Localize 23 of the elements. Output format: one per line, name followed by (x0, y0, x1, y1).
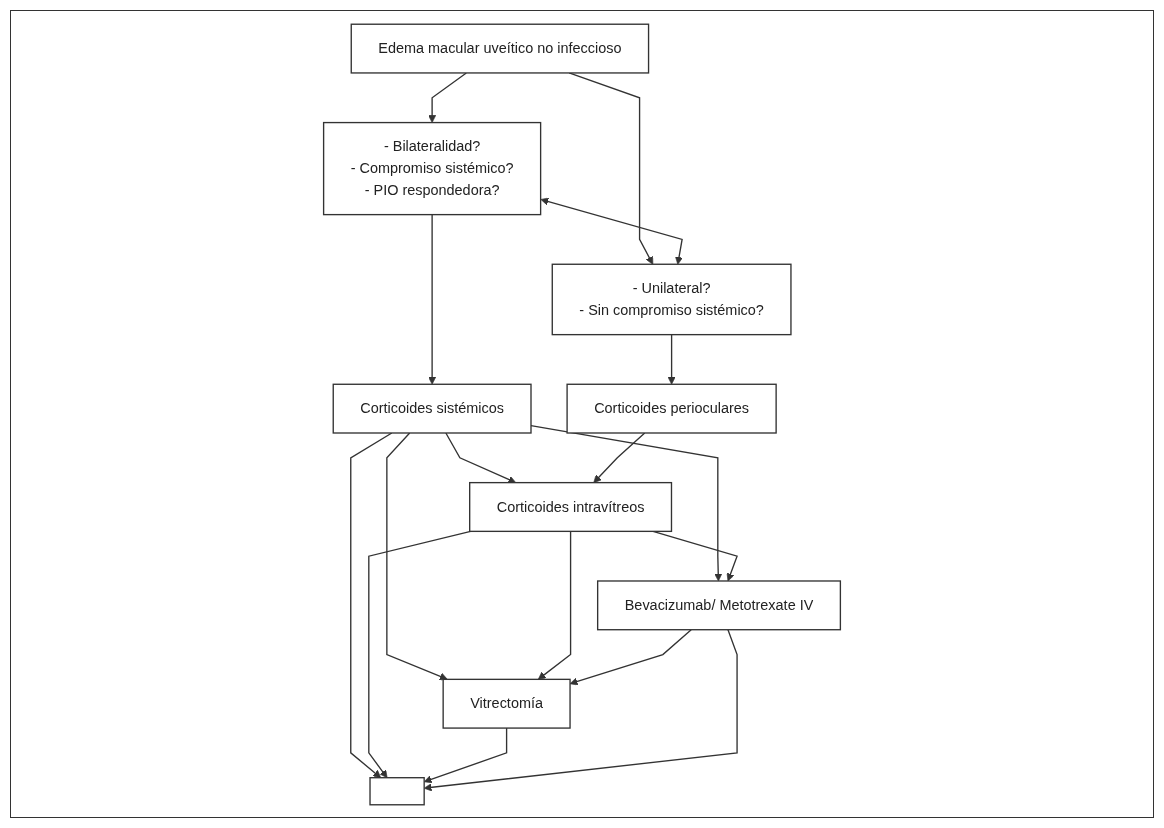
arrow (568, 71, 654, 265)
arrow (350, 431, 393, 778)
arrow (652, 530, 738, 581)
node-box: Bevacizumab/ Metotrexate IV (597, 579, 842, 630)
node-box: Corticoides sistémicos (332, 383, 532, 434)
arrow (540, 197, 683, 265)
arrow (537, 530, 572, 680)
arrow (593, 431, 646, 483)
arrow (423, 726, 508, 783)
arrow (368, 530, 472, 778)
node-box: - Unilateral? - Sin compromiso sistémico? (551, 263, 792, 335)
node-box: Vitrectomía (442, 678, 571, 729)
node-box: - Bilateralidad? - Compromiso sistémico? - PIO respondedora? (322, 121, 542, 215)
arrow (386, 431, 448, 680)
node-box: Corticoides intravítreos (469, 481, 673, 532)
arrow (445, 431, 517, 483)
arrow (428, 213, 437, 385)
arrow (667, 333, 676, 385)
node-box: Corticoides perioculares (566, 383, 777, 434)
arrow (423, 628, 738, 791)
node-box (369, 776, 425, 805)
node-box: Edema macular uveítico no infeccioso (350, 23, 650, 74)
arrow (428, 71, 467, 123)
